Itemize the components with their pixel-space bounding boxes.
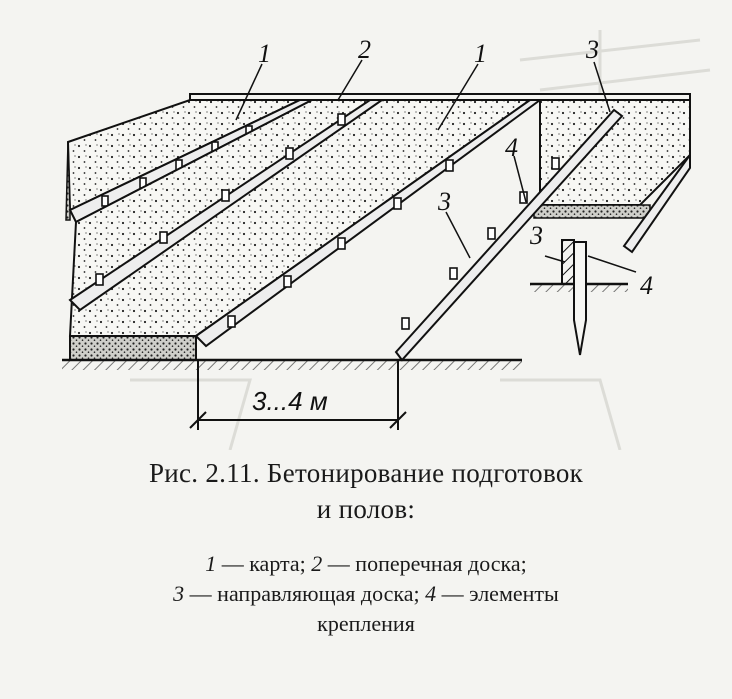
callout-guide-board-3-center: 3 <box>437 187 451 216</box>
concrete-front-edge <box>69 335 197 361</box>
caption-title-line-2: и полов: <box>316 494 416 524</box>
concrete-map-right <box>539 99 691 206</box>
callout-fastening-4: 4 <box>505 133 518 162</box>
ground-line <box>62 358 522 370</box>
background-ghost <box>130 30 711 450</box>
legend-num-2: 2 <box>311 551 323 576</box>
concrete-right-side <box>533 204 651 219</box>
callout-map-1-center: 1 <box>474 39 487 68</box>
legend-text-2: — поперечная доска; <box>322 551 527 576</box>
callout-map-1-left: 1 <box>258 39 271 68</box>
diagram-svg: 3...4 м 1 2 1 3 4 3 3 4 <box>62 30 711 450</box>
guide-board-middle <box>68 99 386 312</box>
fastening-pegs-front <box>401 157 560 330</box>
concrete-side-left <box>65 141 71 221</box>
callout-detail-4: 4 <box>640 271 653 300</box>
caption-legend: 1 — карта; 2 — поперечная доска; 3 — нап… <box>0 549 732 639</box>
legend-text-1: — карта; <box>216 551 312 576</box>
figure-caption: Рис. 2.11. Бетонирование подготовок и по… <box>0 455 732 639</box>
caption-title-line-1: Рис. 2.11. Бетонирование подготовок <box>148 458 584 488</box>
legend-text-3: — направляющая доска; <box>184 581 426 606</box>
fastening-pegs-middle <box>95 113 346 286</box>
callout-cross-board-2: 2 <box>358 35 371 64</box>
legend-num-1: 1 <box>205 551 217 576</box>
callout-guide-board-3-top: 3 <box>585 35 599 64</box>
callout-detail-3: 3 <box>529 221 543 250</box>
legend-row-1: 1 — карта; 2 — поперечная доска; <box>0 549 732 579</box>
legend-row-3: крепления <box>317 611 415 636</box>
legend-row-2: 3 — направляющая доска; 4 — элементы <box>0 579 732 609</box>
legend-num-3: 3 <box>173 581 185 606</box>
guide-board-front <box>394 108 624 362</box>
caption-title: Рис. 2.11. Бетонирование подготовок и по… <box>0 455 732 527</box>
guide-board-far-right <box>622 151 691 254</box>
leader-lines <box>235 59 611 259</box>
fastening-pegs-middle-right <box>227 159 454 328</box>
legend-text-4: — элементы <box>436 581 559 606</box>
dimension-line <box>189 360 407 430</box>
dimension-label: 3...4 м <box>252 386 328 416</box>
legend-num-4: 4 <box>425 581 437 606</box>
detail-fastening <box>530 239 637 356</box>
